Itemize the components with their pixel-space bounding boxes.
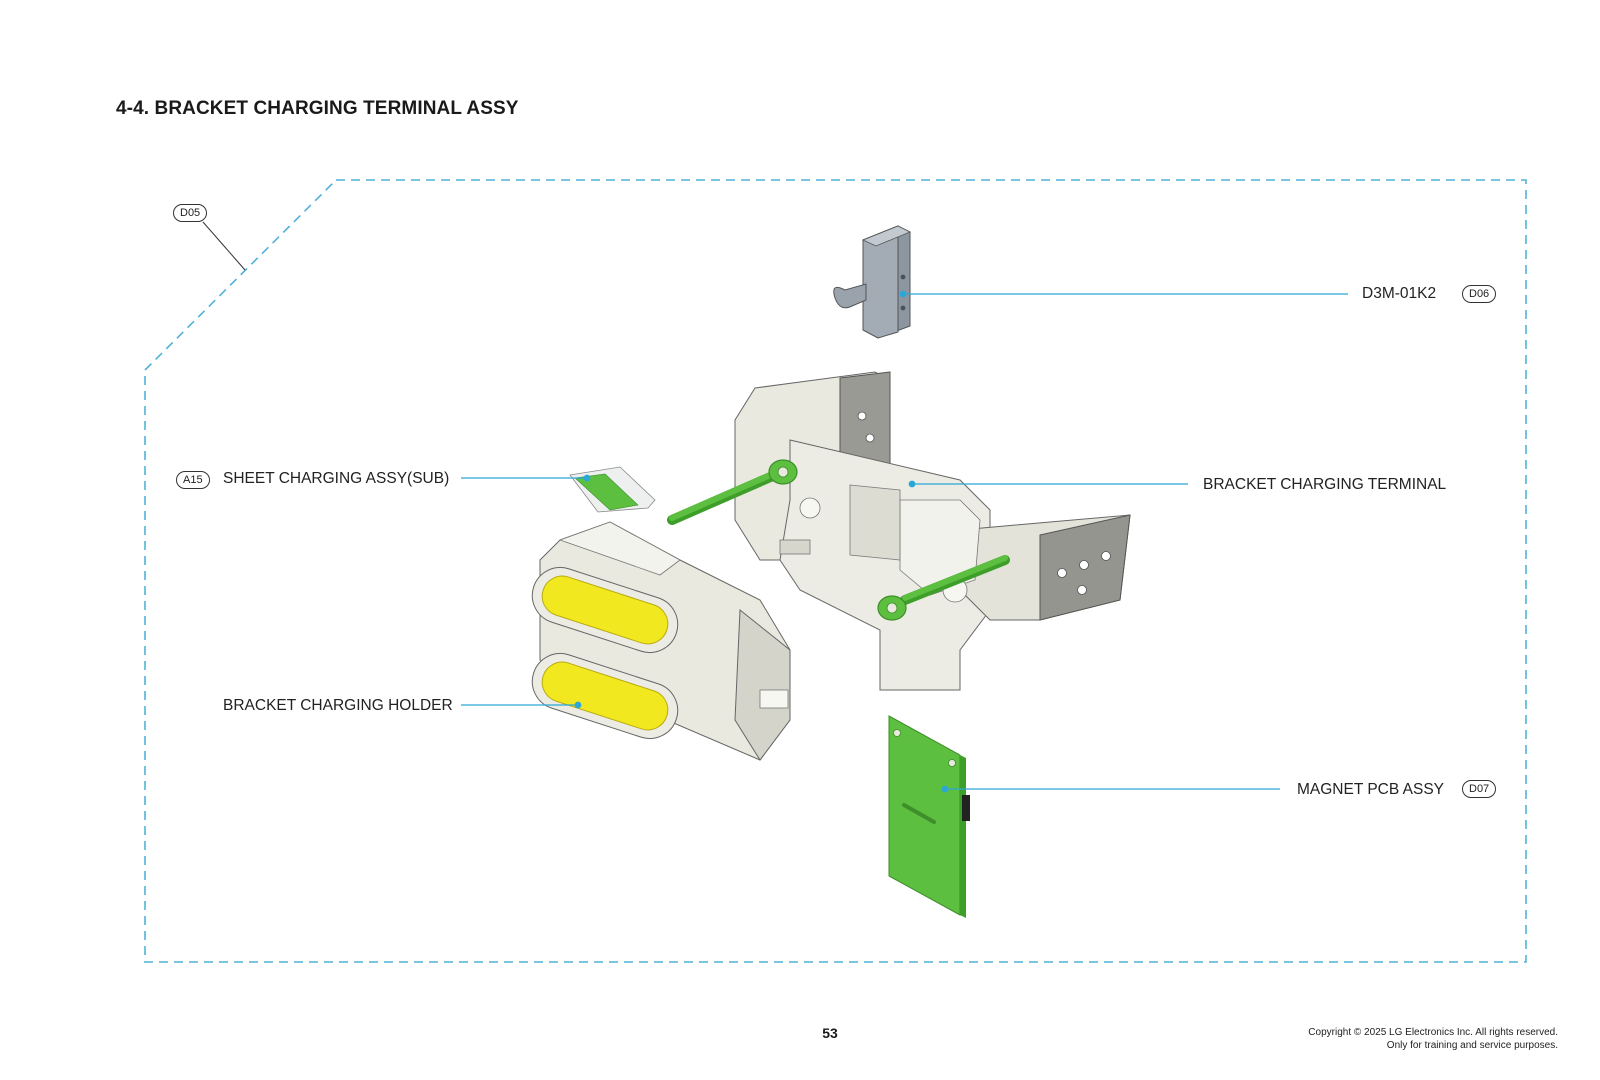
label-sheet-charging: SHEET CHARGING ASSY(SUB) [223,470,450,487]
page-number: 53 [822,1025,838,1041]
label-bracket-charging-terminal: BRACKET CHARGING TERMINAL [1203,476,1447,493]
ref-badge-sheet: A15 [176,471,210,489]
label-d3m: D3M-01K2 [1362,285,1437,302]
ref-badge-magnet-pcb: D07 [1462,780,1497,798]
section-title: 4-4. BRACKET CHARGING TERMINAL ASSY [116,98,519,119]
bracket-charging-holder-part [531,521,791,761]
copyright-line-2: Only for training and service purposes. [1386,1040,1558,1051]
assembly-boundary [144,179,1527,963]
label-magnet-pcb: MAGNET PCB ASSY [1297,781,1445,798]
magnet-pcb-part [888,715,970,918]
assembly-ref-leader [202,221,246,271]
copyright-line-1: Copyright © 2025 LG Electronics Inc. All… [1308,1027,1558,1038]
leader-lines [461,290,1348,793]
ref-badge-assembly: D05 [173,204,208,222]
copyright-notice: Copyright © 2025 LG Electronics Inc. All… [1308,1026,1558,1052]
sheet-charging-part [569,466,656,513]
d3m-component [833,225,911,339]
ref-badge-d3m: D06 [1462,285,1497,303]
label-bracket-charging-holder: BRACKET CHARGING HOLDER [223,697,453,714]
bracket-charging-terminal-part [667,371,1131,691]
